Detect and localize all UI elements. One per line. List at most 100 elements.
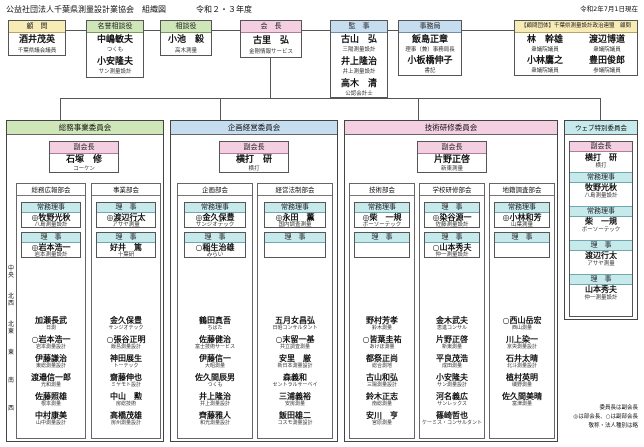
web-aff-1: 横打 [595,163,607,169]
kikaku-riji-role: 理 事 [185,233,245,243]
jigyou-riji-box: 理 事 ◎渡辺行太 アサヤ測量 [96,202,156,228]
jigyou-riji2-role: 理 事 [97,233,155,243]
kanji-role: 監 事 [331,21,387,33]
connector [220,98,221,120]
soumu-title: 総務事業委員会 [7,121,163,135]
soudan-name: 小池 毅 [167,35,204,45]
jimu-aff-1: 理事（兼）事務局長 [405,47,455,53]
kanji-aff-1: 三陽測量設計 [342,47,376,53]
date-label: 令和2年7月1日現在 [580,5,638,13]
keiei-joumu-aff: 国内調査測量 [278,222,312,228]
kanji-box: 監 事 古山 弘 三陽測量設計 井上隆治 井上測量設計 高木 清 公認会計士 [330,20,388,98]
web-role-3: 常務理事 [570,206,632,217]
keiei-title: 経営法制部会 [258,184,332,196]
komon-role: 顧 問 [9,21,65,33]
member: ○張谷正明飯島測量設計 [106,335,146,350]
komon-aff: 千葉県議会議員 [17,48,57,54]
kanji-name-1: 古山 弘 [340,35,377,45]
gakkou-riji2-name: ○山本秀夫 [432,243,472,252]
kikaku-fuku-role: 副会長 [220,142,288,154]
soumu-fuku-box: 副会長 石塚 修 コーケン [49,141,119,173]
renmei-name-3: 小林鷹之 [526,56,563,66]
gijutsu-fuku-aff: 新東測量 [440,166,463,172]
keiei-joumu-name: ◎永田 薫 [275,213,315,222]
kikaku-subcommittee: 企画部会 常務理事 ◎金久保豊 サンジオテック 理 事 ○稲生治雄 みらい 鶴田… [177,183,253,439]
web-name-3: 柴 一規 [585,217,617,226]
region-label: 西 [7,405,14,412]
gakkou-riji2-role: 理 事 [425,233,479,243]
keiei-riji-box: 理 事 [264,232,326,258]
jigyou-riji-role: 理 事 [97,203,155,213]
connector [600,98,601,120]
soumu-fuku-aff: コーケン [73,166,95,172]
chiseki-joumu-box: 常務理事 ◎小林和芳 山葉測量 [494,202,550,228]
member: 石井太晴北斗測量設計 [506,354,538,369]
member: 野村芳孝鈴木測量 [366,316,398,331]
keiei-joumu-role: 常務理事 [265,203,325,213]
komon-box: 顧 問 酒井茂英 千葉県議会議員 [8,20,66,56]
kikaku-title: 企画経営委員会 [171,121,337,135]
web-role-4: 理 事 [570,240,632,251]
gichou-joumu-name: ◎柴 一規 [362,213,402,222]
meiyo-name-2: 小安隆夫 [96,57,133,67]
gichou-riji-role: 理 事 [355,233,409,243]
renmei-name-4: 豊田俊郎 [588,56,625,66]
member: ○末留一基共立調査測量 [275,335,315,350]
kikaku-joumu-box: 常務理事 ◎金久保豊 サンジオテック [184,202,246,228]
web-role-5: 理 事 [570,274,632,285]
member: 安川 亨宮原測量 [366,411,398,426]
jigyou-riji2-aff: 十葉研 [117,252,135,258]
soudan-role: 相談役 [161,21,211,33]
member: 齊藤雅人和光測量設計 [199,411,231,426]
keiei-subcommittee: 経営法制部会 常務理事 ◎永田 薫 国内調査測量 理 事 五月女昌弘日昭コンサル… [257,183,333,439]
gichou-joumu-role: 常務理事 [355,203,409,213]
member: 渡邉信一郎光和測量 [31,373,71,388]
member: 河名義広サンレックス [436,392,468,407]
note-line: 敬称・法人種別は略 [588,423,638,429]
member: 鶴田真吾ちばた [199,316,231,331]
kouhou-joumu-aff: 八島測量設計 [34,222,68,228]
web-name-4: 渡辺行太 [585,251,617,260]
renmei-aff-3: 衆議院議員 [531,68,559,74]
web-aff-2: 八島測量設計 [584,193,618,199]
chiseki-title: 地籍調査部会 [490,184,554,196]
region-label: 中央 [7,265,14,279]
gijutsu-committee: 技術研修委員会 副会長 片野正啓 新東測量 技術部会 常務理事 ◎柴 一規 ボー… [344,120,558,442]
kaicho-role: 会 長 [241,21,301,33]
web-aff-3: ボーソーテック [581,227,621,233]
kaicho-aff: 金剛情報サービス [248,49,293,55]
region-column: 中央 北西 北東 東 南 西 [7,265,15,435]
region-label: 南 [7,377,14,384]
jimu-aff-2: 書記 [424,68,436,74]
kikaku-joumu-name: ◎金久保豊 [195,213,235,222]
kikaku-committee: 企画経営委員会 副会長 横打 研 横打 企画部会 常務理事 ◎金久保豊 サンジオ… [170,120,338,442]
member: 篠崎哲也ケーミス・コンサルタント [421,411,482,426]
region-label: 東 [7,349,14,356]
meiyo-name-1: 中嶋敏夫 [96,35,133,45]
member: 佐藤照雄根本測量 [35,392,67,407]
connector [60,98,61,120]
jigyou-subcommittee: 事業部会 理 事 ◎渡辺行太 アサヤ測量 理 事 好井 篤 十葉研 金久保豊サン… [91,183,161,439]
web-role-1: 副会長 [570,142,632,152]
jimu-box: 事務局 飯島正章 理事（兼）事務局長 小板橋伸子 書記 [398,20,462,76]
kikaku-joumu-aff: サンジオテック [195,222,235,228]
member: 鈴木正志南総測量 [366,392,398,407]
gakkou-riji2-aff: 仲一測量設計 [435,252,469,258]
soumu-committee: 総務事業委員会 副会長 石塚 修 コーケン 中央 北西 北東 東 南 西 総務広… [6,120,164,442]
member: 加瀬長武日測 [35,316,67,331]
member: 五月女昌弘日昭コンサルタント [272,316,318,331]
member: 中山 勲房総技術 [110,392,142,407]
web-name-1: 横打 研 [585,153,617,162]
keiei-joumu-box: 常務理事 ◎永田 薫 国内調査測量 [264,202,326,228]
member: 井上隆治井上測量設計 [199,392,231,407]
chiseki-joumu-name: ◎小林和芳 [502,213,542,222]
org-title: 公益社団法人千葉県測量設計業協会 組織図 [6,5,166,14]
member: 片野正啓新東測量 [436,335,468,350]
web-member-box: 副会長 横打 研 横打 常務理事 牧野光秋 八島測量設計 常務理事 柴 一規 ボ… [569,141,633,317]
kanji-name-3: 高木 清 [340,79,377,89]
member: 三浦義裕安房測量 [279,392,311,407]
kanji-name-2: 井上隆治 [340,57,377,67]
member: ○西山岳宏西山測量 [502,316,542,331]
kaicho-box: 会 長 古里 弘 金剛情報サービス [240,20,302,58]
jigyou-riji-aff: アサヤ測量 [112,222,140,228]
